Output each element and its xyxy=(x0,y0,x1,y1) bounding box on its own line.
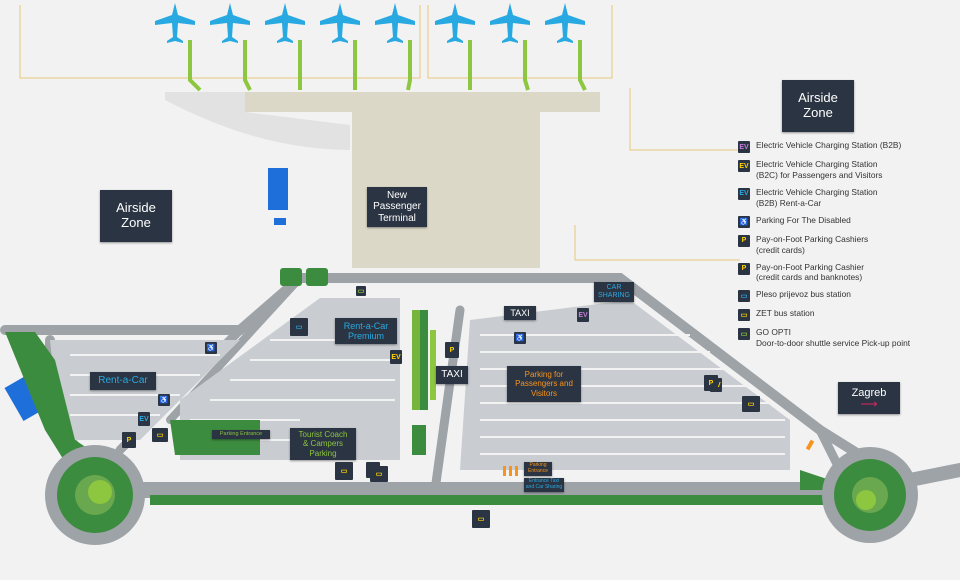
map-legend: EV Electric Vehicle Charging Station (B2B… xyxy=(738,140,953,355)
airplane-icon xyxy=(155,3,195,43)
ev-b2b-icon: EV xyxy=(738,141,750,153)
legend-item: ♿ Parking For The Disabled xyxy=(738,215,953,228)
parking-card-icon: ▭ xyxy=(152,428,168,442)
legend-item-label: Electric Vehicle Charging Station (B2B) … xyxy=(756,186,878,208)
legend-item: ▭ Pleso prijevoz bus station xyxy=(738,289,953,303)
legend-item-label: Parking For The Disabled xyxy=(756,214,851,225)
zet-bus-icon: ▭ xyxy=(335,462,353,480)
airplane-icon xyxy=(320,3,360,43)
parking-cashier-icon: P xyxy=(445,342,459,358)
parking-card-icon: ▭ xyxy=(742,396,760,412)
terminal-wing-left xyxy=(165,92,350,150)
zet-bus-icon: ▭ xyxy=(738,309,750,322)
disabled-parking-icon: ♿ xyxy=(514,332,526,344)
airplane-icon xyxy=(210,3,250,43)
zagreb-direction-sign: Zagreb ⟶ xyxy=(838,382,900,414)
rent-a-car-premium-label: Rent-a-Car Premium xyxy=(335,318,397,344)
taxi-label-mid: TAXI xyxy=(436,366,468,384)
parking-barriers xyxy=(503,439,815,476)
airplane-icon xyxy=(490,3,530,43)
pay-cashier-cash-icon: P xyxy=(738,262,750,275)
light-green-hedges xyxy=(412,310,436,410)
parking-cashier-icon: P xyxy=(122,432,136,448)
airside-zone-left-label: Airside Zone xyxy=(100,190,172,242)
legend-item: P Pay-on-Foot Parking Cashier (credit car… xyxy=(738,262,953,284)
roundabout-right xyxy=(822,447,918,543)
parking-entrance-left-label: Parking Entrance xyxy=(212,430,270,439)
legend-item-label: GO OPTI Door-to-door shuttle service Pic… xyxy=(756,327,911,349)
airplanes xyxy=(155,3,585,43)
legend-item-label: Pleso prijevoz bus station xyxy=(756,289,851,300)
hangar-annex xyxy=(274,218,286,225)
rent-a-car-label: Rent-a-Car xyxy=(90,372,156,390)
legend-item-label: Pay-on-Foot Parking Cashiers (credit car… xyxy=(756,233,869,255)
disabled-parking-icon: ♿ xyxy=(158,394,170,406)
pleso-bus-icon: ▭ xyxy=(738,290,750,303)
ev-charging-icon: EV xyxy=(138,412,150,426)
legend-item: EV Electric Vehicle Charging Station (B2B… xyxy=(738,140,953,153)
legend-item: P Pay-on-Foot Parking Cashiers (credit ca… xyxy=(738,234,953,256)
parking-entrance-right-label: Parking Entrance xyxy=(524,462,552,476)
legend-item-label: Pay-on-Foot Parking Cashier (credit card… xyxy=(756,261,864,283)
taxi-label-top: TAXI xyxy=(504,306,536,320)
entrance-taxi-label: Entrance Taxi and Car Sharing xyxy=(524,478,564,492)
pay-cashier-card-icon: P xyxy=(738,234,750,247)
ev-rent-icon: EV xyxy=(738,187,750,200)
go-opti-icon: ▭ xyxy=(738,328,750,341)
legend-item: EV Electric Vehicle Charging Station (B2C… xyxy=(738,159,953,181)
airplane-icon xyxy=(375,3,415,43)
airplane-icon xyxy=(435,3,475,43)
legend-item: ▭ GO OPTI Door-to-door shuttle service Pi… xyxy=(738,327,953,349)
jet-bridges xyxy=(188,40,587,92)
ev-charging-icon: EV xyxy=(577,308,589,322)
hangar-building xyxy=(268,168,288,210)
tourist-coach-label: Tourist Coach & Campers Parking xyxy=(290,428,356,460)
bus-stop-icon: ▭ xyxy=(290,318,308,336)
airplane-icon xyxy=(545,3,585,43)
airside-zone-right-label: Airside Zone xyxy=(782,80,854,132)
airside-boundary xyxy=(19,5,740,261)
airplane-icon xyxy=(265,3,305,43)
ev-b2c-icon: EV xyxy=(738,160,750,172)
legend-item-label: Electric Vehicle Charging Station (B2B) xyxy=(756,140,902,150)
disabled-parking-icon: ♿ xyxy=(205,342,217,354)
go-opti-icon: ▭ xyxy=(356,286,366,296)
legend-item: ▭ ZET bus station xyxy=(738,308,953,322)
zet-bus-icon: ▭ xyxy=(472,510,490,528)
terminal-label: New Passenger Terminal xyxy=(367,187,427,227)
car-sharing-label: CAR SHARING xyxy=(594,282,634,302)
legend-item: EV Electric Vehicle Charging Station (B2B… xyxy=(738,187,953,209)
ev-charging-icon: EV xyxy=(390,350,402,364)
legend-item-label: ZET bus station xyxy=(756,308,815,319)
parking-cashier-icon: P xyxy=(704,375,718,391)
zagreb-label: Zagreb xyxy=(851,386,887,399)
arrow-right-icon: ⟶ xyxy=(860,397,878,412)
roundabout-left xyxy=(45,445,145,545)
parking-card-icon: ▭ xyxy=(370,466,388,482)
terminal-building xyxy=(245,92,600,268)
parking-visitors-label: Parking for Passengers and Visitors xyxy=(507,366,581,402)
disabled-parking-icon: ♿ xyxy=(738,215,750,228)
legend-item-label: Electric Vehicle Charging Station (B2C) … xyxy=(756,159,883,180)
